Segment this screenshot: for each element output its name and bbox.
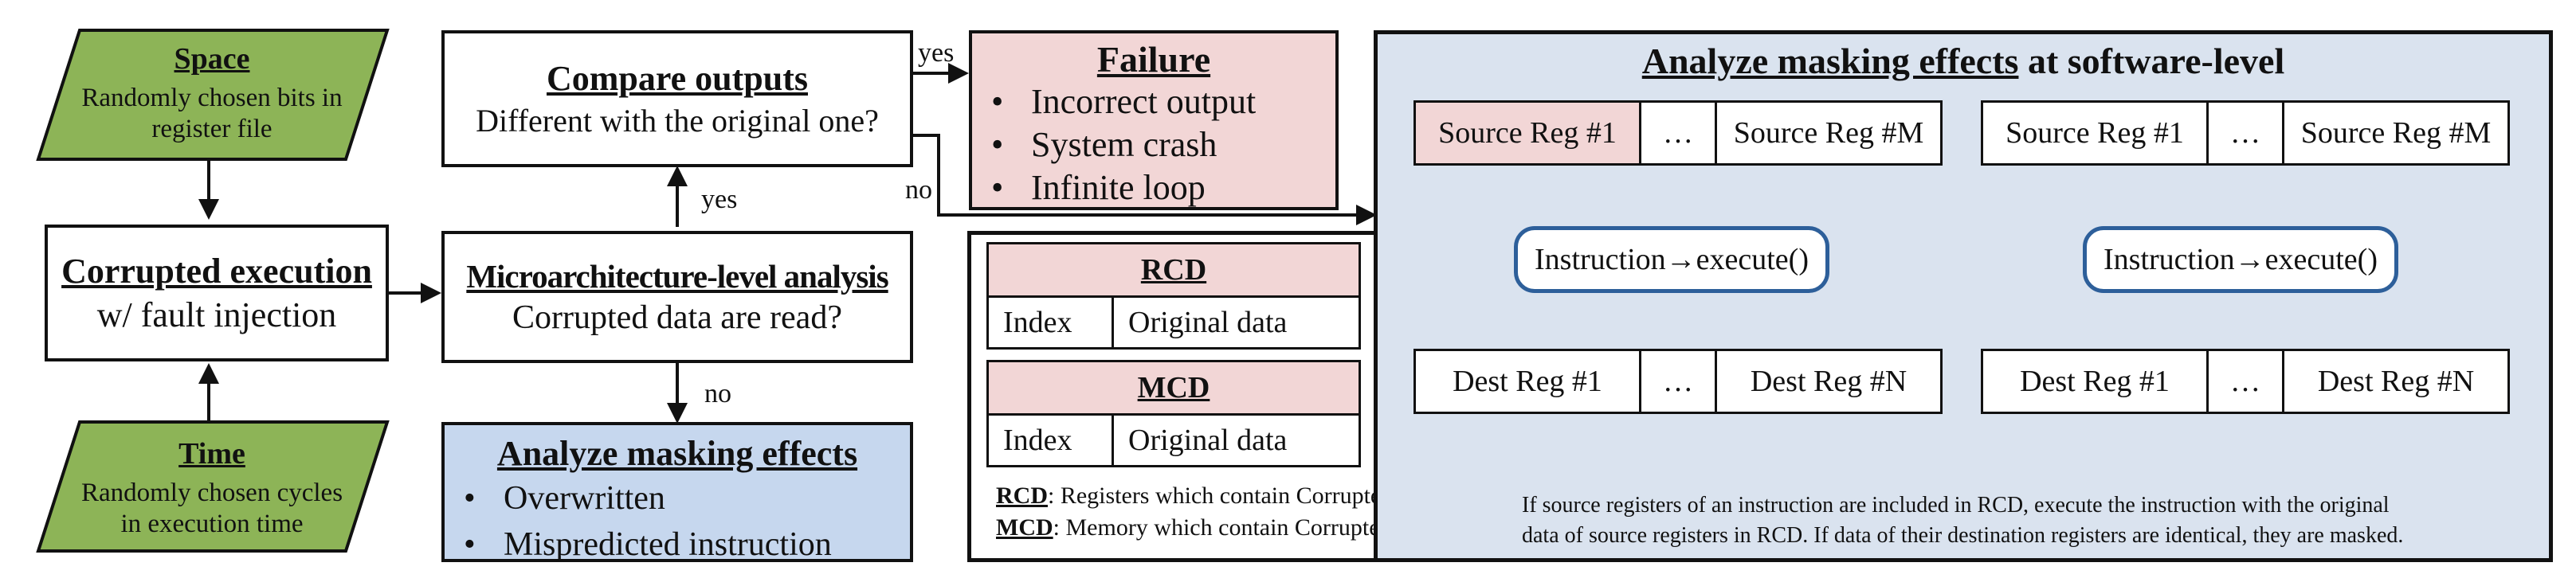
rcd-table-title: RCD	[986, 242, 1361, 298]
rcd-col-index: Index	[986, 295, 1114, 350]
space-label: Space Randomly chosen bits in register f…	[56, 41, 368, 146]
corrupted-title: Corrupted execution	[61, 252, 372, 291]
right-source-reg-m: Source Reg #M	[2282, 100, 2510, 166]
right-source-dots: …	[2206, 100, 2284, 166]
software-note-line1: If source registers of an instruction ar…	[1522, 493, 2390, 518]
masking-left-title: Analyze masking effects	[496, 434, 858, 473]
time-title: Time	[178, 437, 245, 471]
mcd-col-original: Original data	[1112, 413, 1361, 467]
masking-left-box: Analyze masking effects Overwritten Misp…	[441, 422, 913, 568]
failure-title: Failure	[1096, 39, 1211, 80]
space-title: Space	[174, 42, 250, 76]
masking-item-mispredicted: Mispredicted instruction	[456, 522, 899, 568]
compare-title: Compare outputs	[546, 59, 808, 98]
arrow-compare-to-software	[913, 134, 1377, 225]
left-dest-reg-1: Dest Reg #1	[1413, 349, 1641, 414]
right-instruction-execute: Instruction→execute()	[2083, 226, 2398, 293]
right-source-reg-1: Source Reg #1	[1981, 100, 2209, 166]
label-yes-mid: yes	[701, 185, 738, 214]
right-dest-reg-n: Dest Reg #N	[2282, 349, 2510, 414]
failure-item-loop: Infinite loop	[983, 166, 1324, 209]
micro-title: Microarchitecture-level analysis	[466, 258, 888, 295]
label-yes-top: yes	[918, 38, 955, 68]
compare-outputs-box: Compare outputs Different with the origi…	[441, 30, 913, 167]
space-text: Randomly chosen bits in register file	[81, 83, 343, 144]
right-dest-reg-1: Dest Reg #1	[1981, 349, 2209, 414]
legend-mcd-abbr: MCD	[996, 514, 1053, 541]
software-note: If source registers of an instruction ar…	[1522, 490, 2403, 551]
failure-item-incorrect: Incorrect output	[983, 80, 1324, 123]
legend-rcd-abbr: RCD	[996, 482, 1048, 509]
corrupted-subtitle: w/ fault injection	[96, 295, 337, 334]
software-title-underlined: Analyze masking effects	[1641, 41, 2019, 81]
left-dest-dots: …	[1639, 349, 1717, 414]
software-title-rest: at software-level	[2018, 41, 2285, 81]
compare-subtitle: Different with the original one?	[476, 103, 879, 139]
left-source-reg-m: Source Reg #M	[1715, 100, 1943, 166]
right-dest-dots: …	[2206, 349, 2284, 414]
left-instruction-execute: Instruction→execute()	[1514, 226, 1829, 293]
corrupted-execution-box: Corrupted execution w/ fault injection	[45, 225, 389, 361]
masking-item-overwritten: Overwritten	[456, 475, 899, 522]
mcd-table-title: MCD	[986, 360, 1361, 416]
software-note-line2: data of source registers in RCD. If data…	[1522, 523, 2404, 548]
microarch-analysis-box: Microarchitecture-level analysis Corrupt…	[441, 231, 913, 363]
failure-item-crash: System crash	[983, 123, 1324, 166]
left-source-dots: …	[1639, 100, 1717, 166]
software-title: Analyze masking effects at software-leve…	[1374, 40, 2553, 82]
time-parallelogram	[36, 420, 390, 553]
micro-subtitle: Corrupted data are read?	[512, 299, 842, 336]
masking-left-list: Overwritten Mispredicted instruction	[456, 475, 899, 568]
failure-list: Incorrect output System crash Infinite l…	[983, 80, 1324, 209]
time-label: Time Randomly chosen cycles in execution…	[56, 436, 368, 541]
rcd-col-original: Original data	[1112, 295, 1361, 350]
left-dest-reg-n: Dest Reg #N	[1715, 349, 1943, 414]
left-source-reg-1: Source Reg #1	[1413, 100, 1641, 166]
software-panel-border-left	[967, 231, 1378, 562]
label-no-right: no	[905, 175, 932, 205]
failure-box: Failure Incorrect output System crash In…	[969, 30, 1339, 210]
time-text: Randomly chosen cycles in execution time	[80, 478, 343, 539]
label-no-down: no	[704, 379, 731, 408]
